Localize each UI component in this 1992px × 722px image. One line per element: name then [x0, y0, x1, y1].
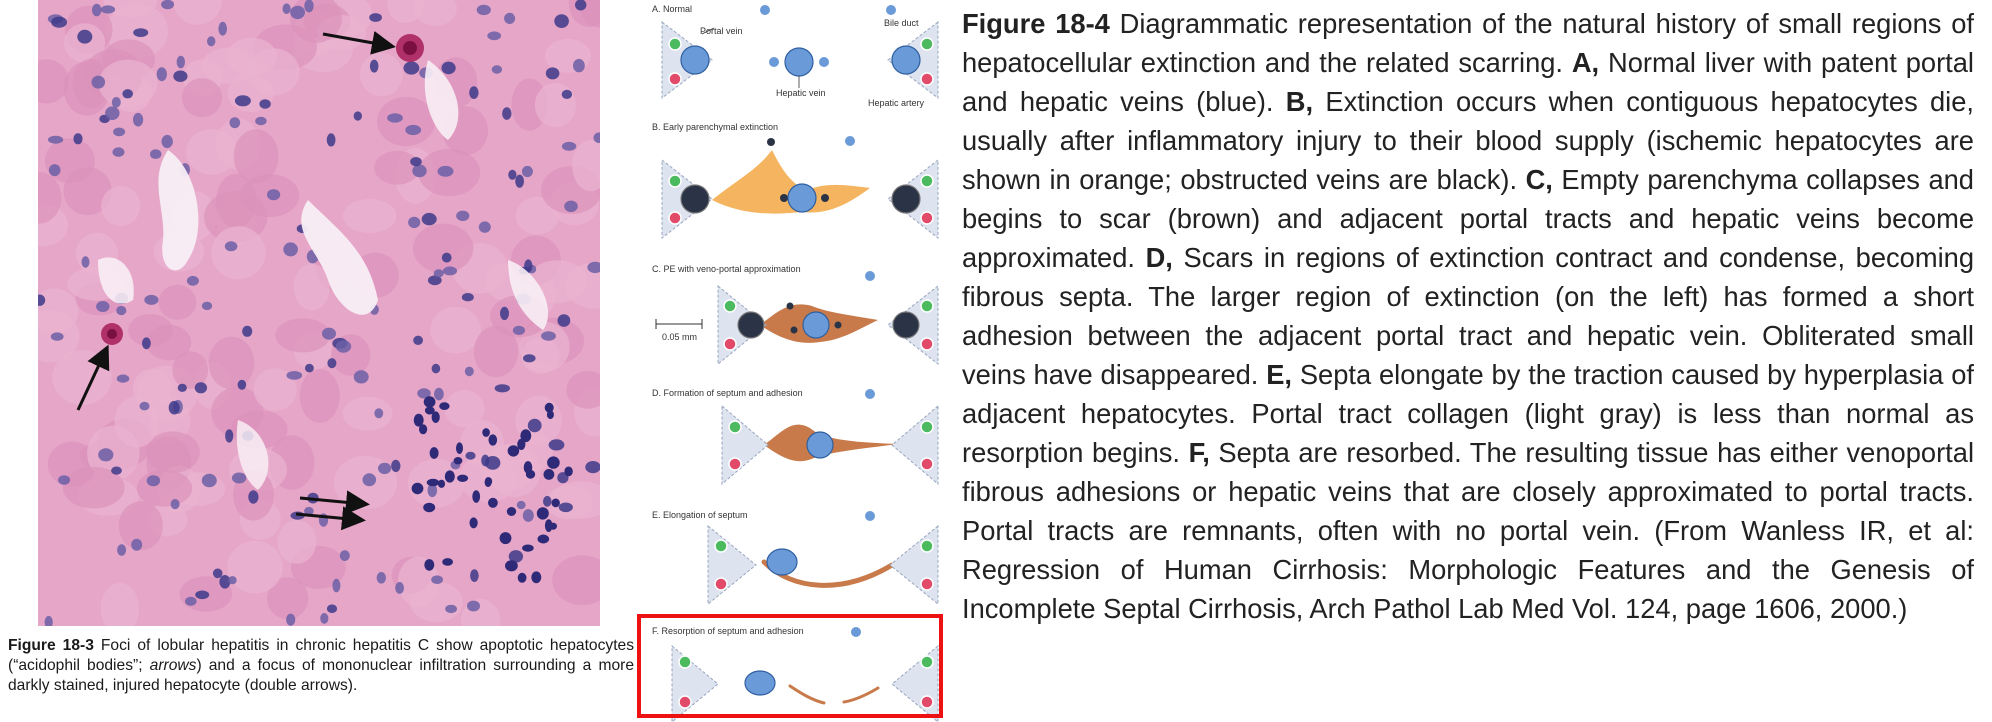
figure-label: Figure 18-4 — [962, 8, 1110, 39]
panel-b: B. Early parenchymal extinction — [652, 122, 939, 240]
panel-ref-f: F, — [1188, 437, 1210, 468]
panel-c: C. PE with veno-portal approximation 0.0… — [652, 264, 939, 366]
caption-text: Foci of lobular hepatitis in chronic hep… — [8, 637, 634, 674]
scale-bar-label: 0.05 mm — [662, 332, 697, 342]
double-arrow — [295, 506, 366, 531]
caption-text: Scars in regions of extinction contract … — [962, 242, 1975, 390]
portal-vein-label: Portal vein — [700, 26, 743, 36]
panel-a: A. Normal Portal vein Hepatic vein Bile … — [652, 4, 939, 108]
double-arrow — [299, 490, 370, 515]
caption-text: ) and a focus of mononuclear infiltratio… — [8, 657, 634, 694]
panel-ref-c: C, — [1525, 164, 1553, 195]
hepatic-artery-label: Hepatic artery — [868, 98, 925, 108]
panel-d: D. Formation of septum and adhesion — [652, 388, 939, 486]
histology-micrograph — [38, 0, 600, 626]
caption-text: Diagrammatic representation of the natur… — [962, 8, 1974, 78]
figure-18-4-caption: Figure 18-4 Diagrammatic representation … — [962, 4, 1974, 628]
hepatic-vein-label: Hepatic vein — [776, 88, 826, 98]
panel-label: C. PE with veno-portal approximation — [652, 264, 801, 274]
caption-text: Extinction occurs when contiguous hepato… — [962, 86, 1975, 195]
micrograph-image — [38, 0, 600, 626]
panel-e: E. Elongation of septum — [652, 510, 939, 606]
arrow — [76, 344, 110, 411]
caption-text: Normal liver with patent portal and hepa… — [962, 47, 1974, 117]
panel-label: E. Elongation of septum — [652, 510, 748, 520]
caption-italic: arrows — [149, 657, 197, 674]
panel-ref-b: B, — [1285, 86, 1314, 117]
panel-f: F. Resorption of septum and adhesion — [652, 626, 939, 722]
panel-label: D. Formation of septum and adhesion — [652, 388, 803, 398]
arrow — [322, 31, 396, 55]
panel-label: A. Normal — [652, 4, 692, 14]
panel-f-highlight-box — [637, 614, 943, 718]
panel-ref-e: E, — [1266, 359, 1293, 390]
figure-18-3-caption: Figure 18-3 Foci of lobular hepatitis in… — [8, 636, 634, 696]
caption-text: Septa elongate by the traction caused by… — [962, 359, 1974, 468]
bile-duct-label: Bile duct — [884, 18, 919, 28]
panel-ref-d: D, — [1145, 242, 1173, 273]
natural-history-diagram: A. Normal Portal vein Hepatic vein Bile … — [642, 0, 946, 722]
figure-label: Figure 18-3 — [8, 637, 94, 654]
diagram-svg: A. Normal Portal vein Hepatic vein Bile … — [652, 4, 939, 722]
caption-text: Empty parenchyma collapses and begins to… — [962, 164, 1974, 273]
panel-label: F. Resorption of septum and adhesion — [652, 626, 804, 636]
panel-ref-a: A, — [1571, 47, 1600, 78]
panel-label: B. Early parenchymal extinction — [652, 122, 778, 132]
caption-text: Septa are resorbed. The resulting tissue… — [962, 437, 1975, 624]
